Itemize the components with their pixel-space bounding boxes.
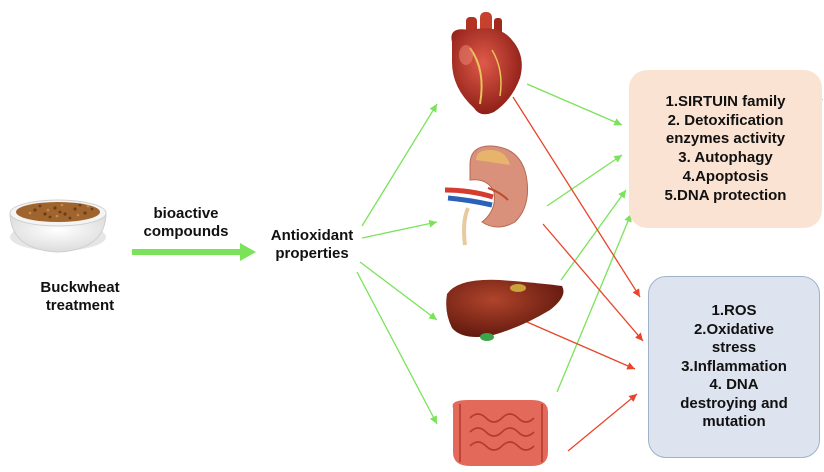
buckwheat-label-line1: Buckwheat: [22, 279, 138, 297]
down-item: 2.Oxidative: [694, 321, 774, 339]
arrow-heart-up: [527, 84, 622, 125]
bioactive-compounds-label: bioactive compounds: [128, 205, 244, 240]
up-item: 3. Autophagy: [678, 149, 772, 168]
arrow-intestine-up: [557, 214, 631, 392]
liver-icon: [446, 280, 563, 341]
upregulated-box: 1.SIRTUIN family 2. Detoxification enzym…: [629, 70, 822, 228]
antioxidant-label-line1: Antioxidant: [253, 227, 371, 245]
bioactive-label-line1: bioactive: [128, 205, 244, 223]
red-arrows: [513, 97, 643, 451]
down-item: 3.Inflammation: [681, 358, 787, 376]
down-item: mutation: [702, 413, 765, 431]
up-item: 4.Apoptosis: [683, 168, 769, 187]
heart-icon: [451, 12, 521, 114]
up-item: enzymes activity: [666, 130, 785, 149]
kidney-icon: [445, 146, 528, 245]
up-item: 1.SIRTUIN family: [665, 93, 785, 112]
green-arrows: [357, 84, 631, 424]
intestine-icon: [453, 400, 548, 466]
buckwheat-label-line2: treatment: [22, 297, 138, 315]
antioxidant-label-line2: properties: [253, 245, 371, 263]
down-item: 1.ROS: [711, 302, 756, 320]
up-item: 2. Detoxification: [668, 112, 784, 131]
bioactive-arrow: [132, 243, 256, 261]
arrow-liver-up: [561, 190, 626, 280]
arrow-liver-down: [527, 322, 635, 369]
down-item: 4. DNA: [709, 376, 758, 394]
bioactive-label-line2: compounds: [128, 223, 244, 241]
arrow-kidney-down: [543, 224, 643, 341]
buckwheat-label: Buckwheat treatment: [22, 279, 138, 314]
arrow-to-intestine: [357, 272, 437, 424]
antioxidant-label: Antioxidant properties: [253, 227, 371, 262]
arrow-to-liver: [360, 262, 437, 320]
arrow-kidney-up: [547, 155, 622, 206]
arrow-to-kidney: [362, 222, 437, 238]
buckwheat-bowl-icon: [10, 200, 106, 252]
up-item: 5.DNA protection: [665, 187, 787, 206]
down-item: stress: [712, 339, 756, 357]
down-item: destroying and: [680, 395, 788, 413]
arrow-to-heart: [362, 104, 437, 226]
arrow-intestine-down: [568, 394, 637, 451]
downregulated-box: 1.ROS 2.Oxidative stress 3.Inflammation …: [648, 276, 820, 458]
